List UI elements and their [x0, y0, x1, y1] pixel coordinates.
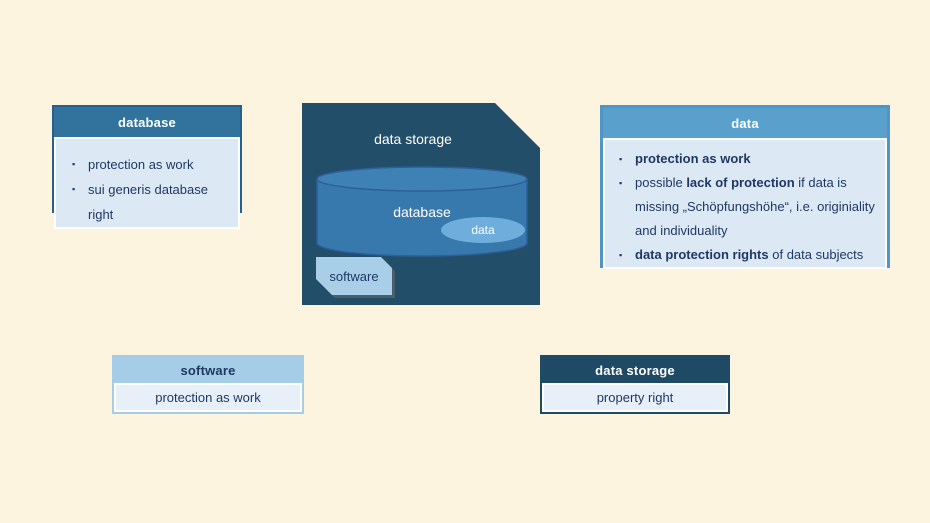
data-ellipse-label: data: [471, 223, 495, 237]
list-item: ▪ data protection rights of data subject…: [615, 243, 877, 267]
data-storage-node-body: property right: [542, 383, 728, 412]
data-storage-node-title: data storage: [542, 357, 728, 383]
list-item-text: data protection rights of data subjects: [635, 247, 864, 262]
data-node-body: ▪ protection as work ▪ possible lack of …: [603, 138, 887, 269]
software-tag: software: [316, 257, 392, 295]
data-node: data ▪ protection as work ▪ possible lac…: [600, 105, 890, 269]
data-storage-node: data storage property right: [540, 355, 730, 414]
list-item-text: protection as work: [88, 157, 194, 172]
list-item-text: possible lack of protection if data is m…: [635, 175, 875, 238]
data-node-title: data: [603, 108, 887, 138]
software-node-title: software: [114, 357, 302, 383]
database-node-body: ▪ protection as work ▪ sui generis datab…: [54, 137, 240, 229]
list-item: ▪ protection as work: [615, 147, 877, 171]
software-node: software protection as work: [112, 355, 304, 414]
list-item-text: protection as work: [635, 151, 751, 166]
list-item-text: sui generis database right: [88, 182, 208, 222]
cylinder-top: [317, 167, 527, 191]
data-storage-shape: data storage database data software: [302, 103, 540, 305]
bullet-icon: ▪: [619, 178, 623, 188]
database-node: database ▪ protection as work ▪ sui gene…: [52, 105, 242, 229]
software-tag-label: software: [316, 257, 392, 295]
bullet-icon: ▪: [72, 184, 76, 194]
database-node-title: database: [54, 107, 240, 137]
list-item: ▪ sui generis database right: [68, 177, 230, 227]
software-node-body: protection as work: [114, 383, 302, 412]
cylinder-label: database: [393, 204, 451, 220]
list-item: ▪ protection as work: [68, 152, 230, 177]
data-storage-shape-label: data storage: [374, 131, 452, 147]
list-item: ▪ possible lack of protection if data is…: [615, 171, 877, 243]
database-cylinder: database data: [315, 166, 529, 260]
bullet-icon: ▪: [72, 159, 76, 169]
bullet-icon: ▪: [619, 154, 623, 164]
data-ellipse: [441, 217, 525, 243]
bullet-icon: ▪: [619, 250, 623, 260]
